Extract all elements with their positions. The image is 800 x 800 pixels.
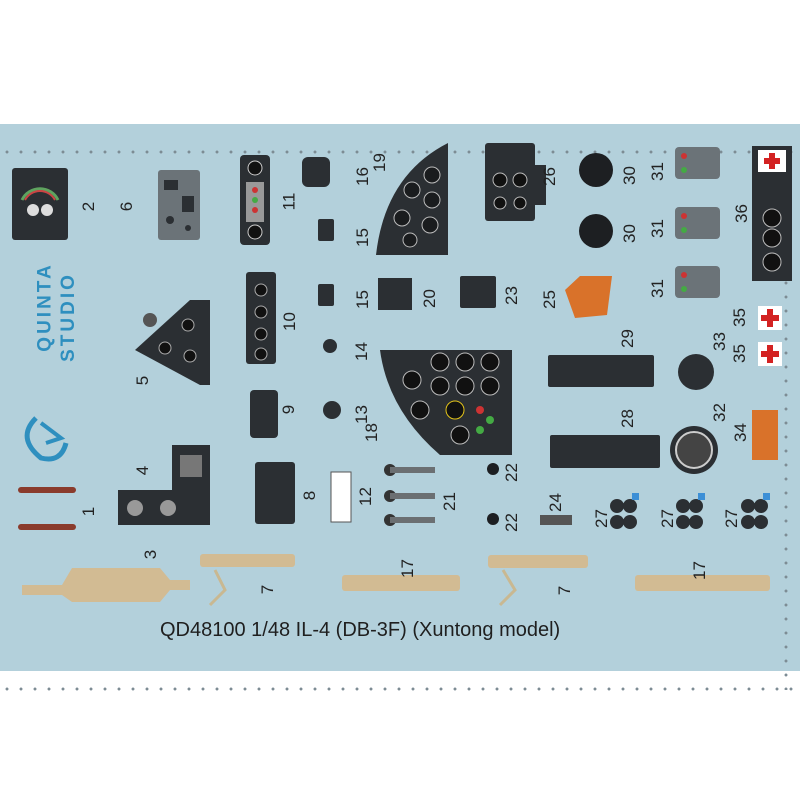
label-15a: 15 (352, 228, 372, 247)
logo-line1: QUINTA (34, 262, 56, 352)
label-31b: 31 (647, 219, 667, 238)
part-9 (250, 390, 278, 438)
label-20: 20 (419, 289, 439, 308)
label-23: 23 (501, 286, 521, 305)
label-36: 36 (731, 204, 751, 223)
label-35a: 35 (729, 308, 749, 327)
label-33: 33 (709, 332, 729, 351)
label-30a: 30 (619, 166, 639, 185)
label-21: 21 (439, 492, 459, 511)
perforation-bottom (0, 687, 800, 691)
part-35a-cross (758, 306, 782, 330)
part-1b-strip (18, 524, 76, 530)
part-17a-belt (342, 575, 460, 591)
label-7a: 7 (258, 584, 278, 595)
part-7b-belt (488, 555, 588, 607)
part-23 (460, 276, 496, 308)
part-20 (378, 278, 412, 310)
label-30b: 30 (619, 224, 639, 243)
label-1: 1 (79, 506, 99, 517)
part-24 (540, 515, 572, 525)
quinta-studio-logo: QUINTA STUDIO (6, 262, 79, 468)
part-3-belt (22, 568, 190, 602)
part-35b-cross (758, 342, 782, 366)
part-7a-belt (200, 554, 295, 607)
label-7b: 7 (555, 585, 575, 596)
part-13 (323, 401, 341, 419)
part-16 (302, 157, 330, 187)
label-22a: 22 (501, 463, 521, 482)
part-30b-gauge (579, 214, 613, 248)
label-8: 8 (300, 490, 320, 501)
part-6-panel (158, 170, 200, 240)
part-29-panel (548, 355, 654, 387)
part-22a (487, 463, 499, 475)
label-15b: 15 (352, 290, 372, 309)
label-14: 14 (351, 342, 371, 361)
part-15b (318, 284, 334, 306)
part-4-panel (118, 445, 210, 525)
part-11-panel (240, 155, 270, 245)
part-1a-strip (18, 487, 76, 493)
label-18: 18 (361, 423, 381, 442)
label-35b: 35 (729, 344, 749, 363)
label-17b: 17 (689, 561, 709, 580)
part-25-lens (565, 276, 612, 318)
part-34-orange (752, 410, 778, 460)
part-21-levers (384, 464, 435, 526)
label-6: 6 (117, 201, 137, 212)
part-15a (318, 219, 334, 241)
logo-line2: STUDIO (57, 272, 79, 362)
part-5-panel (135, 300, 210, 385)
part-31c-panel (675, 266, 720, 298)
part-31b-panel (675, 207, 720, 239)
part-19-panel (376, 143, 448, 255)
label-24: 24 (545, 493, 565, 512)
label-2: 2 (79, 201, 99, 212)
part-26-panel (485, 143, 546, 221)
label-12: 12 (355, 487, 375, 506)
label-28: 28 (617, 409, 637, 428)
label-17a: 17 (397, 559, 417, 578)
label-4: 4 (133, 465, 153, 476)
label-27b: 27 (657, 509, 677, 528)
part-33-gear (678, 354, 714, 390)
label-26: 26 (539, 167, 559, 186)
part-36-panel (752, 146, 792, 281)
label-27c: 27 (721, 509, 741, 528)
part-30a-gauge (579, 153, 613, 187)
label-9: 9 (279, 404, 299, 415)
part-8-panel (255, 462, 295, 524)
part-18-panel (380, 350, 512, 455)
part-27-pulleys (610, 493, 770, 529)
part-28-panel (550, 435, 660, 468)
label-22b: 22 (501, 513, 521, 532)
part-14 (323, 339, 337, 353)
part-2-panel (12, 168, 68, 240)
perforation-right (784, 150, 788, 690)
label-3: 3 (141, 549, 161, 560)
label-31a: 31 (647, 162, 667, 181)
sheet-caption: QD48100 1/48 IL-4 (DB-3F) (Xuntong model… (160, 619, 561, 641)
part-17b-belt (635, 575, 770, 591)
part-12 (330, 471, 352, 523)
label-11: 11 (279, 192, 299, 211)
label-10: 10 (279, 312, 299, 331)
label-25: 25 (539, 290, 559, 309)
label-27a: 27 (591, 509, 611, 528)
label-13: 13 (351, 405, 371, 424)
part-32-gauge (670, 426, 718, 474)
part-10-panel (246, 272, 276, 364)
label-29: 29 (617, 329, 637, 348)
perforation-top (0, 150, 800, 154)
part-31a-panel (675, 147, 720, 179)
label-5: 5 (133, 375, 153, 386)
label-16: 16 (352, 167, 372, 186)
label-19: 19 (369, 153, 389, 172)
part-22b (487, 513, 499, 525)
label-34: 34 (730, 423, 750, 442)
label-31c: 31 (647, 279, 667, 298)
label-32: 32 (709, 403, 729, 422)
